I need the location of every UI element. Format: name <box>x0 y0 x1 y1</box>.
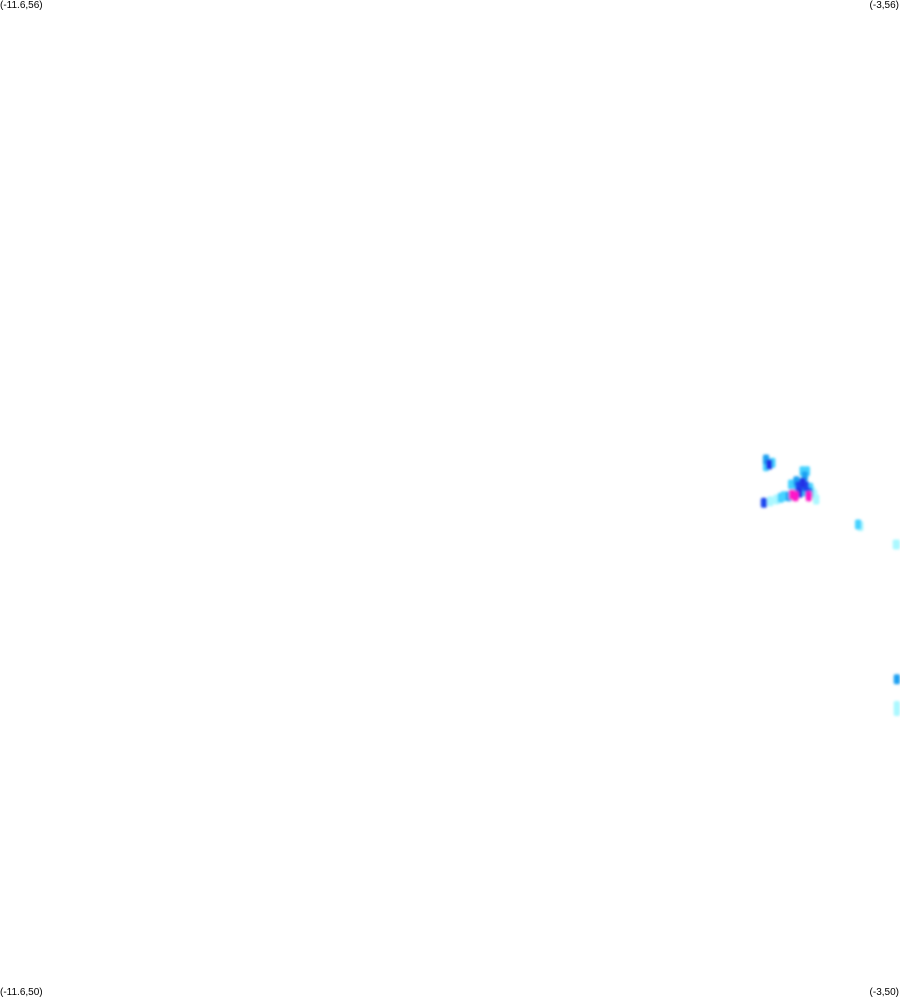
density-cell <box>760 497 768 508</box>
density-cell <box>799 477 806 488</box>
density-cell <box>777 492 784 503</box>
density-cell <box>813 494 820 505</box>
density-cell <box>792 491 799 502</box>
corner-label-top-right: (-3,56) <box>869 0 899 11</box>
density-cell <box>894 539 900 550</box>
density-cell <box>893 706 900 716</box>
density-cell <box>767 496 774 507</box>
corner-label-top-left: (-11.6,56) <box>0 0 43 11</box>
corner-label-bottom-right: (-3,50) <box>869 987 899 998</box>
corner-label-bottom-left: (-11.6,50) <box>0 987 43 998</box>
density-cell <box>766 459 773 470</box>
density-cell <box>805 491 813 502</box>
density-cell <box>893 674 900 685</box>
density-cell <box>855 519 862 530</box>
